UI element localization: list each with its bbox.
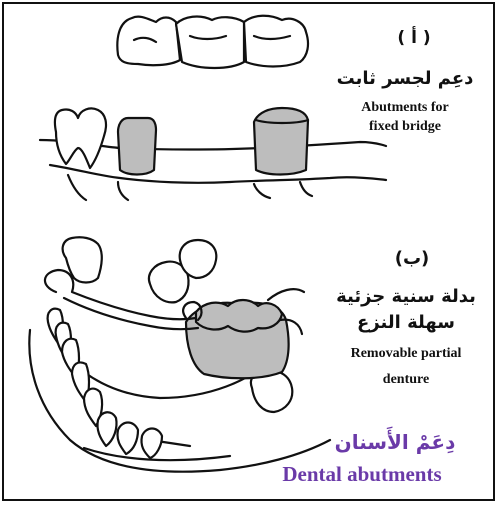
- panel-b-arabic-label-line2: سهلة النزع: [326, 312, 486, 333]
- abutment-tooth-right: [254, 108, 308, 175]
- abutment-tooth-left: [118, 118, 156, 175]
- panel-a-english-label-line2: fixed bridge: [330, 119, 480, 135]
- panel-a-english-label-line1: Abutments for: [330, 100, 480, 116]
- panel-b-arabic-label-line1: بدلة سنية جزئية: [326, 286, 486, 307]
- panel-a-marker: ( أ ): [384, 28, 444, 48]
- natural-teeth-left: [55, 108, 106, 168]
- panel-b-english-label-line2: denture: [326, 372, 486, 388]
- caption-english: Dental abutments: [230, 462, 494, 487]
- caption-arabic: دِعَمْ الأَسنان: [300, 430, 490, 454]
- panel-a-arabic-label: دعِم لجسر ثابت: [330, 68, 480, 89]
- fixed-bridge-crowns: [117, 16, 308, 68]
- panel-b-marker: (ب): [382, 248, 442, 269]
- panel-b-english-label-line1: Removable partial: [326, 346, 486, 362]
